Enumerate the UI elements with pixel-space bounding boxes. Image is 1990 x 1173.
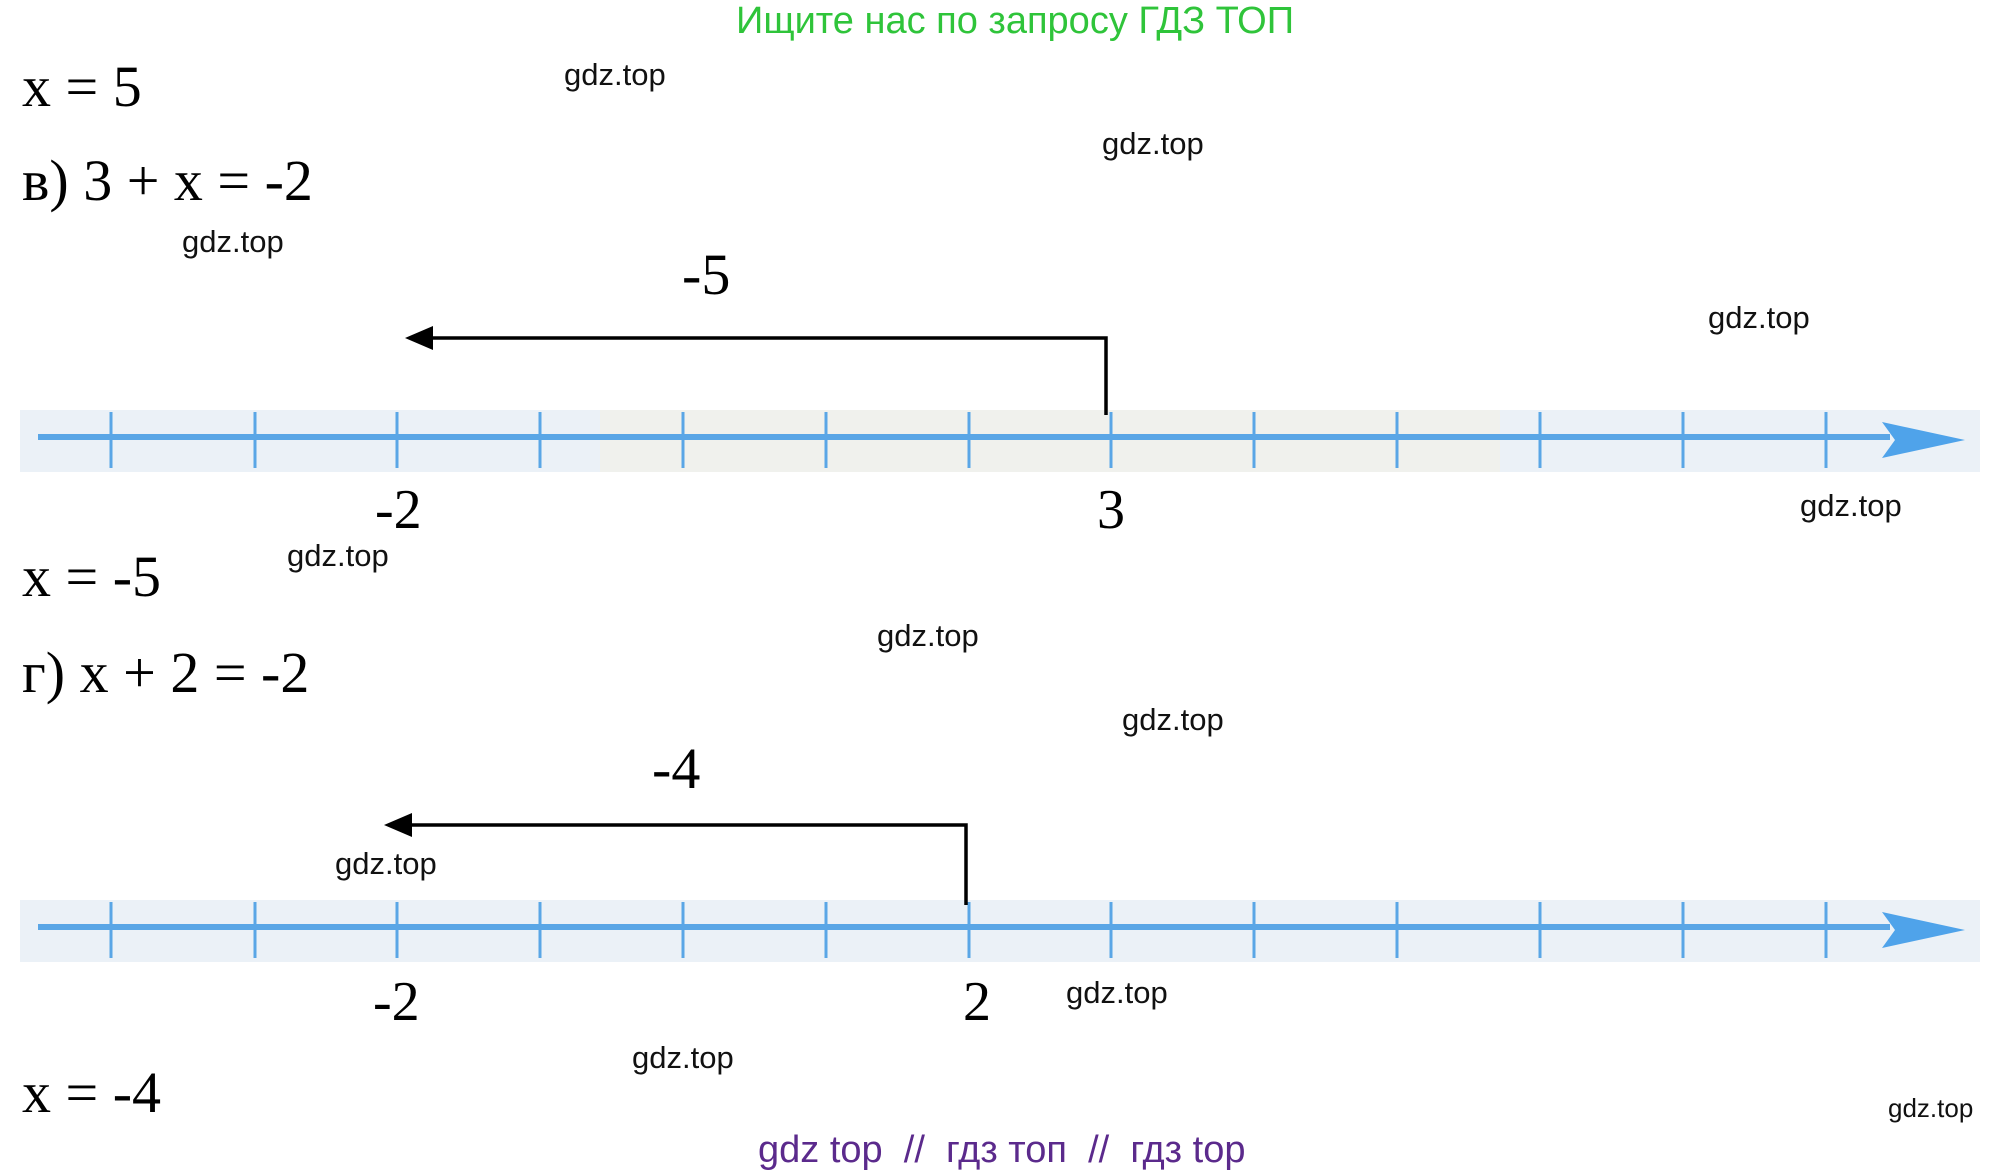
top-banner: Ищите нас по запросу ГДЗ ТОП xyxy=(736,0,1295,42)
watermark-text: gdz.top xyxy=(1888,1093,1974,1123)
axis-ticks xyxy=(109,902,1828,958)
footer-text: gdz top // гдз топ // гдз top xyxy=(758,1129,1246,1171)
number-line-band xyxy=(20,900,1980,962)
watermark-text: gdz.top xyxy=(1800,488,1902,523)
watermark-text: gdz.top xyxy=(1066,975,1168,1010)
shift-arrow-g xyxy=(384,813,968,905)
watermark-text: gdz.top xyxy=(632,1040,734,1075)
answer-line-3: x = -4 xyxy=(22,1060,162,1125)
point-label-start-g: 2 xyxy=(963,971,991,1033)
point-label-start-v: 3 xyxy=(1097,479,1125,541)
shift-label-g: -4 xyxy=(652,736,701,801)
problem-v-equation: в) 3 + x = -2 xyxy=(22,148,313,213)
watermark-text: gdz.top xyxy=(564,57,666,92)
axis-arrowhead xyxy=(1882,912,1965,948)
point-label-end-g: -2 xyxy=(373,971,420,1033)
shift-label-v: -5 xyxy=(682,242,731,307)
watermark-text: gdz.top xyxy=(1122,702,1224,737)
shift-arrow-v xyxy=(405,326,1108,415)
watermark-text: gdz.top xyxy=(1102,126,1204,161)
answer-line-1: x = 5 xyxy=(22,54,142,119)
problem-g-equation: г) x + 2 = -2 xyxy=(22,640,310,705)
axis-ticks xyxy=(109,412,1828,468)
axis-arrowhead xyxy=(1882,422,1965,458)
number-line-band-tint xyxy=(600,410,1500,472)
watermark-text: gdz.top xyxy=(287,538,389,573)
answer-line-2: x = -5 xyxy=(22,544,162,609)
watermark-text: gdz.top xyxy=(182,224,284,259)
watermark-text: gdz.top xyxy=(335,846,437,881)
point-label-end-v: -2 xyxy=(375,479,422,541)
watermark-text: gdz.top xyxy=(877,618,979,653)
watermark-text: gdz.top xyxy=(1708,300,1810,335)
